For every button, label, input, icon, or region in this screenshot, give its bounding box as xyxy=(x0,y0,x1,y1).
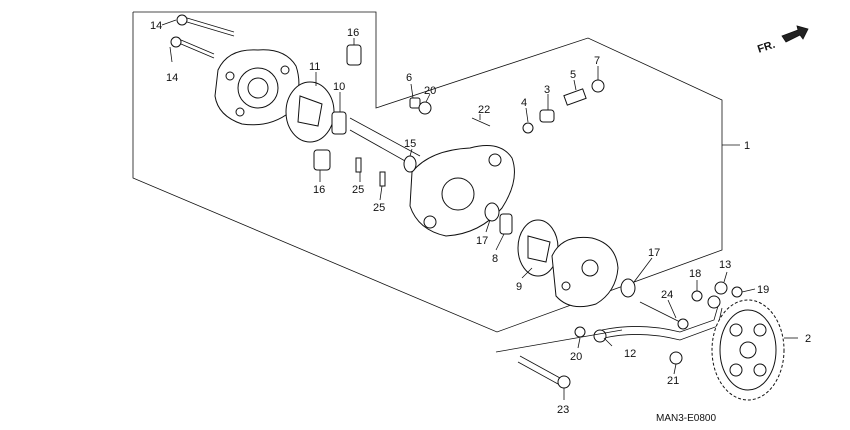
seal-17-left xyxy=(484,202,500,222)
seal-17-right xyxy=(620,278,636,298)
callout-13: 13 xyxy=(719,259,731,271)
pin-25-right xyxy=(379,171,386,187)
bolt-7 xyxy=(591,79,605,93)
sprocket-2 xyxy=(711,299,785,401)
pin-25-left xyxy=(355,157,362,173)
spring-5 xyxy=(563,88,587,106)
inner-rotor-8 xyxy=(499,213,513,235)
callout-16-upper: 16 xyxy=(347,27,359,39)
bolt-23 xyxy=(517,355,571,389)
callout-25-right: 25 xyxy=(373,202,385,214)
callout-23: 23 xyxy=(557,404,569,416)
callout-10: 10 xyxy=(333,81,345,93)
callout-19: 19 xyxy=(757,284,769,296)
outer-rotor-11 xyxy=(285,81,335,143)
callout-1: 1 xyxy=(744,140,750,152)
oil-seal-15 xyxy=(403,155,417,173)
bolt-14-upper xyxy=(176,14,235,37)
front-arrow-icon xyxy=(781,25,809,43)
callout-20-lower: 20 xyxy=(570,351,582,363)
collar-13 xyxy=(714,281,728,295)
nut-21 xyxy=(669,351,683,365)
callout-17-left: 17 xyxy=(476,235,488,247)
callout-14-lower: 14 xyxy=(166,72,178,84)
callout-2: 2 xyxy=(805,333,811,345)
ring-4 xyxy=(522,122,534,134)
front-direction-indicator: FR. xyxy=(756,25,809,56)
outer-rotor-9 xyxy=(517,219,559,277)
inner-rotor-10 xyxy=(331,111,347,135)
plunger-3 xyxy=(539,109,555,123)
callout-21: 21 xyxy=(667,375,679,387)
pump-cover-right xyxy=(551,236,619,308)
callout-5: 5 xyxy=(570,69,576,81)
callout-3: 3 xyxy=(544,84,550,96)
callout-15: 15 xyxy=(404,138,416,150)
washer-19 xyxy=(731,286,743,298)
pin-22 xyxy=(471,117,491,127)
relief-valve-parts xyxy=(409,79,605,134)
callout-4: 4 xyxy=(521,97,527,109)
oil-pipe-12 xyxy=(593,295,723,343)
callout-labels: 14 14 16 11 10 6 20 7 5 3 4 22 15 1 16 2… xyxy=(150,20,811,416)
front-direction-label: FR. xyxy=(756,39,777,56)
callout-7: 7 xyxy=(594,55,600,67)
washer-20-upper xyxy=(418,101,432,115)
assembly-boundary xyxy=(132,11,740,333)
washer-20-lower xyxy=(574,326,586,338)
callout-24: 24 xyxy=(661,289,673,301)
callout-20-upper: 20 xyxy=(424,85,436,97)
pump-shaft xyxy=(349,117,421,167)
washer-18 xyxy=(691,290,703,302)
dowel-pin-16-upper xyxy=(346,44,362,66)
pump-cover-left xyxy=(214,49,300,126)
bolt-14-lower xyxy=(170,36,215,59)
callout-18: 18 xyxy=(689,268,701,280)
dowel-pin-16-lower xyxy=(313,149,331,171)
leader-lines xyxy=(161,19,798,400)
callout-16-lower: 16 xyxy=(313,184,325,196)
callout-11: 11 xyxy=(309,61,320,73)
callout-8: 8 xyxy=(492,253,498,265)
washer-6 xyxy=(409,97,421,109)
diagram-code: MAN3-E0800 xyxy=(656,413,716,424)
callout-17-right: 17 xyxy=(648,247,660,259)
callout-25-left: 25 xyxy=(352,184,364,196)
callout-6: 6 xyxy=(406,72,412,84)
callout-14-upper: 14 xyxy=(150,20,162,32)
pump-body xyxy=(409,145,515,237)
callout-9: 9 xyxy=(516,281,522,293)
bolt-24 xyxy=(639,301,689,330)
callout-12: 12 xyxy=(624,348,636,360)
callout-22: 22 xyxy=(478,104,490,116)
